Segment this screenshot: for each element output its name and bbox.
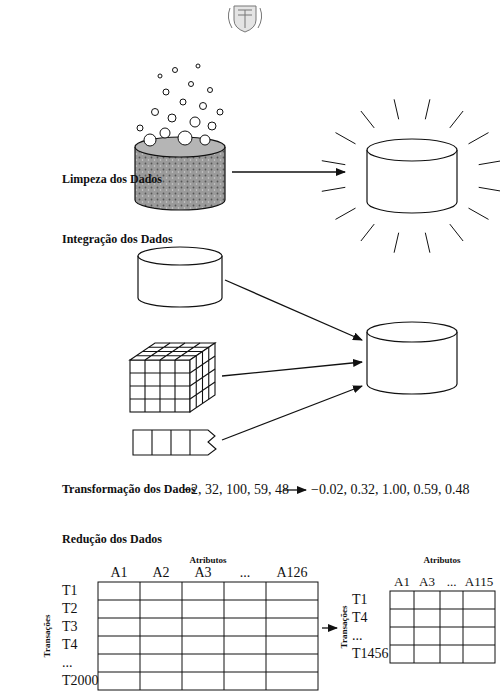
row-header: T1 <box>62 583 78 598</box>
crest-logo <box>228 6 261 32</box>
column-header: ... <box>447 575 457 589</box>
shine-ray <box>479 187 500 191</box>
arrow <box>232 171 345 172</box>
section-label: Transformação dos Dados <box>62 483 196 496</box>
shine-ray <box>479 161 500 165</box>
shine-ray <box>450 224 463 241</box>
value-list: −2, 32, 100, 59, 48 <box>183 482 289 497</box>
shine-rays <box>322 99 500 252</box>
shine-ray <box>322 187 346 191</box>
column-header: A2 <box>152 565 169 580</box>
column-header: ... <box>240 565 251 580</box>
row-header: ... <box>62 655 73 670</box>
axis-title: Transações <box>340 606 350 649</box>
column-header: A1 <box>394 575 410 589</box>
column-header: A115 <box>465 575 493 589</box>
shine-ray <box>322 161 346 165</box>
shine-ray <box>394 99 399 119</box>
shine-ray <box>361 111 374 128</box>
arrow <box>222 386 362 440</box>
shine-ray <box>394 233 399 253</box>
table-grid <box>390 591 495 663</box>
data-cube <box>130 343 215 412</box>
shine-ray <box>450 111 463 128</box>
source-database <box>138 247 222 307</box>
shine-ray <box>425 99 430 119</box>
value-list: −0.02, 0.32, 1.00, 0.59, 0.48 <box>311 482 469 497</box>
shine-ray <box>469 133 489 144</box>
axis-title: Atributos <box>189 556 226 566</box>
row-header: T1456 <box>352 646 389 661</box>
arrow <box>322 627 337 628</box>
shine-ray <box>336 208 356 219</box>
table-grid <box>98 582 318 690</box>
section-label: Integração dos Dados <box>62 233 173 246</box>
bubbles <box>137 64 223 146</box>
row-header: T1 <box>352 592 368 607</box>
arrow <box>225 280 362 340</box>
column-header: A126 <box>276 565 307 580</box>
column-header: A1 <box>110 565 127 580</box>
section-label: Limpeza dos Dados <box>62 173 162 186</box>
row-header: T2000 <box>62 673 99 688</box>
section-label: Redução dos Dados <box>62 533 162 546</box>
shine-ray <box>425 233 430 253</box>
column-header: A3 <box>419 575 435 589</box>
row-header: T4 <box>62 637 78 652</box>
row-header: ... <box>352 628 363 643</box>
row-header: T2 <box>62 601 78 616</box>
shine-ray <box>469 208 489 219</box>
integrated-database <box>367 322 457 394</box>
column-header: A3 <box>194 565 211 580</box>
row-header: T4 <box>352 610 368 625</box>
shine-ray <box>361 224 374 241</box>
axis-title: Transações <box>43 615 53 658</box>
shine-ray <box>336 133 356 144</box>
axis-title: Atributos <box>423 556 460 566</box>
data-array <box>133 430 216 455</box>
row-header: T3 <box>62 619 78 634</box>
clean-database <box>367 139 457 213</box>
arrow <box>222 362 362 376</box>
